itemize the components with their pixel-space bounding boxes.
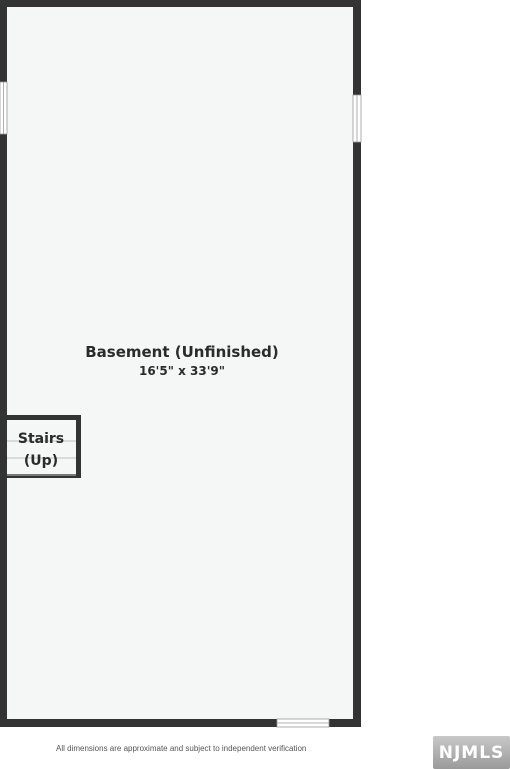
- room-dimensions-label: 16'5" x 33'9": [139, 364, 225, 378]
- room-name-label: Basement (Unfinished): [85, 343, 279, 361]
- stairs-icon: [7, 415, 81, 478]
- right-window-icon: [352, 94, 362, 143]
- stairs-label: Stairs: [18, 431, 64, 447]
- floor-plan: Basement (Unfinished) 16'5" x 33'9" Stai…: [0, 0, 362, 728]
- left-window-icon: [0, 81, 8, 135]
- stairs-direction-label: (Up): [24, 453, 58, 469]
- bottom-window-icon: [276, 718, 330, 728]
- disclaimer-text: All dimensions are approximate and subje…: [56, 744, 307, 753]
- njmls-logo: NJMLS: [433, 736, 510, 769]
- basement-floor: [7, 7, 353, 719]
- logo-text: NJMLS: [438, 742, 505, 763]
